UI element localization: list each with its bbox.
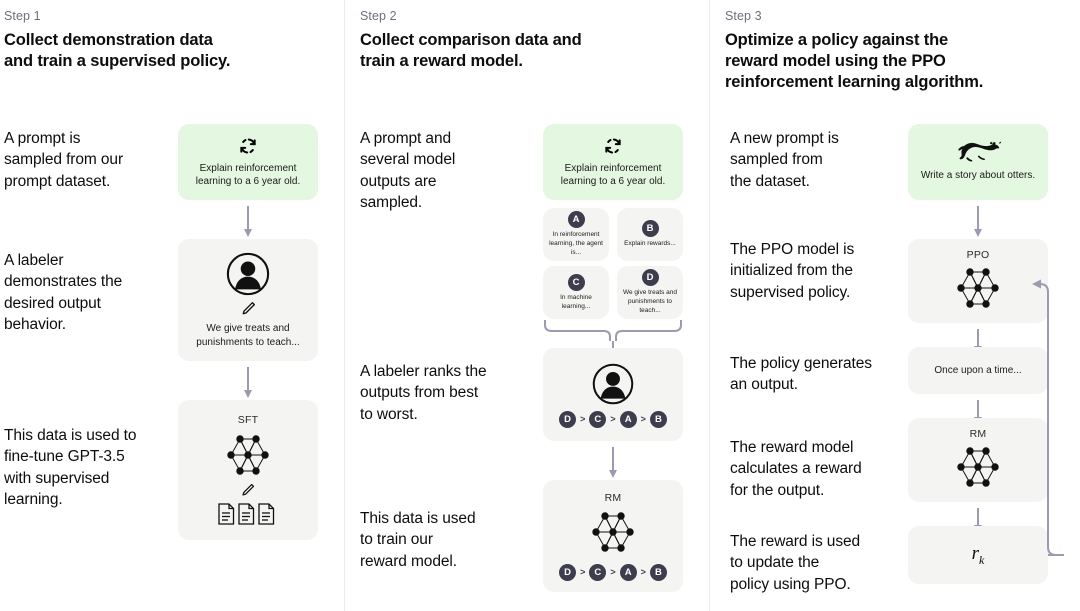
refresh-icon: [603, 136, 623, 156]
column-divider-2: [709, 0, 710, 611]
step-3-ppo-card[interactable]: PPO: [908, 239, 1048, 323]
rm-rank-badge-2: C: [589, 563, 607, 581]
column-divider-1: [344, 0, 345, 611]
step-3-header: Step 3 Optimize a policy against the rew…: [710, 9, 1080, 93]
step-2-column: Step 2 Collect comparison data and train…: [345, 0, 710, 611]
step-2-ranking-card[interactable]: D > C > A > B: [543, 348, 683, 441]
pencil-icon: [240, 482, 256, 498]
step-2-title: Collect comparison data and train a rewa…: [360, 31, 582, 71]
step-3-prompt-text: Write a story about otters.: [920, 170, 1036, 182]
step-2-output-card-b[interactable]: B Explain rewards...: [617, 208, 683, 261]
step-3-title: Optimize a policy against the reward mod…: [725, 31, 984, 92]
neural-net-icon: [217, 430, 279, 480]
step-3-rm-title: RM: [969, 428, 987, 440]
step-3-ppo-title: PPO: [966, 249, 990, 261]
step-2-output-text-d: We give treats and punishments to teach.…: [622, 289, 678, 314]
rm-rank-gt-2: >: [610, 567, 616, 577]
step-2-prompt-card[interactable]: Explain reinforcement learning to a 6 ye…: [543, 124, 683, 200]
rm-rank-badge-1: D: [559, 563, 577, 581]
rank-badge-4: B: [649, 410, 667, 428]
rank-gt-1: >: [580, 414, 586, 424]
merge-brace: [544, 320, 682, 341]
output-badge-d: D: [641, 269, 659, 287]
rank-badge-1: D: [559, 410, 577, 428]
rm-rank-gt-3: >: [640, 567, 646, 577]
otter-icon: [955, 141, 1001, 163]
step-2-output-text-b: Explain rewards...: [624, 240, 676, 248]
step-2-arrow-2: [608, 447, 617, 478]
rank-gt-2: >: [610, 414, 616, 424]
step-3-desc-2: The PPO model is initialized from the su…: [730, 241, 855, 301]
step-1-sft-card[interactable]: SFT: [178, 400, 318, 540]
step-2-prompt-text: Explain reinforcement learning to a 6 ye…: [560, 162, 666, 187]
feedback-loop-stub: [1048, 554, 1062, 556]
step-1-title: Collect demonstration data and train a s…: [4, 31, 231, 71]
step-1-label: Step 1: [4, 9, 41, 23]
step-3-desc-3: The policy generates an output.: [730, 355, 872, 394]
step-3-desc-5: The reward is used to update the policy …: [730, 533, 861, 593]
step-3-prompt-card[interactable]: Write a story about otters.: [908, 124, 1048, 200]
step-3-label: Step 3: [725, 9, 762, 23]
output-badge-a: A: [567, 211, 585, 229]
rank-gt-3: >: [640, 414, 646, 424]
reward-symbol: rk: [971, 542, 985, 567]
neural-net-icon: [947, 263, 1009, 313]
rank-badge-2: C: [589, 410, 607, 428]
neural-net-icon: [947, 442, 1009, 492]
rm-rank-gt-1: >: [580, 567, 586, 577]
step-2-desc-2: A labeler ranks the outputs from best to…: [360, 363, 487, 423]
step-1-prompt-text: Explain reinforcement learning to a 6 ye…: [195, 162, 301, 187]
rm-rank-badge-4: B: [649, 563, 667, 581]
step-2-output-card-c[interactable]: C In machine learning...: [543, 266, 609, 319]
step-2-rm-ranking-row: D > C > A > B: [559, 563, 667, 581]
step-3-output-text: Once upon a time...: [934, 364, 1022, 376]
step-1-arrow-2: [243, 367, 252, 398]
step-1-column: Step 1 Collect demonstration data and tr…: [0, 0, 345, 611]
step-2-label: Step 2: [360, 9, 397, 23]
step-3-column: Step 3 Optimize a policy against the rew…: [710, 0, 1080, 611]
step-3-rm-card[interactable]: RM: [908, 418, 1048, 502]
output-badge-c: C: [567, 273, 585, 291]
person-icon: [591, 362, 635, 406]
step-2-output-card-d[interactable]: D We give treats and punishments to teac…: [617, 266, 683, 319]
refresh-icon: [238, 136, 258, 156]
step-3-arrow-3: [973, 400, 982, 425]
step-2-output-text-c: In machine learning...: [560, 293, 592, 310]
pencil-icon: [240, 300, 257, 317]
step-1-desc-1: A prompt is sampled from our prompt data…: [4, 130, 124, 190]
step-2-output-card-a[interactable]: A In reinforcement learning, the agent i…: [543, 208, 609, 261]
rank-badge-3: A: [619, 410, 637, 428]
step-1-prompt-card[interactable]: Explain reinforcement learning to a 6 ye…: [178, 124, 318, 200]
step-3-desc-1: A new prompt is sampled from the dataset…: [730, 130, 839, 190]
step-1-labeler-card[interactable]: We give treats and punishments to teach.…: [178, 239, 318, 361]
person-icon: [225, 251, 271, 297]
step-3-arrow-2: [973, 329, 982, 354]
neural-net-icon: [582, 507, 644, 557]
step-1-desc-2: A labeler demonstrates the desired outpu…: [4, 252, 123, 334]
step-3-arrow-4: [973, 508, 982, 533]
step-1-labeler-text: We give treats and punishments to teach.…: [196, 323, 300, 348]
output-badge-b: B: [641, 220, 659, 238]
step-2-rm-card[interactable]: RM D: [543, 480, 683, 592]
step-3-desc-4: The reward model calculates a reward for…: [730, 439, 862, 499]
step-2-header: Step 2 Collect comparison data and train…: [345, 9, 710, 72]
step-2-rm-title: RM: [604, 491, 622, 504]
step-2-desc-1: A prompt and several model outputs are s…: [360, 130, 456, 212]
step-3-arrow-1: [973, 206, 982, 237]
step-2-ranking-row: D > C > A > B: [559, 410, 667, 428]
documents-icon: [217, 502, 279, 526]
step-3-reward-card[interactable]: rk: [908, 526, 1048, 584]
step-2-output-text-a: In reinforcement learning, the agent is.…: [549, 231, 603, 256]
step-1-arrow-1: [243, 206, 252, 237]
step-1-header: Step 1 Collect demonstration data and tr…: [0, 9, 345, 72]
step-2-desc-3: This data is used to train our reward mo…: [360, 510, 476, 570]
rm-rank-badge-3: A: [619, 563, 637, 581]
step-3-output-card[interactable]: Once upon a time...: [908, 347, 1048, 394]
step-1-sft-title: SFT: [237, 414, 259, 426]
step-1-desc-3: This data is used to fine-tune GPT-3.5 w…: [4, 427, 137, 509]
